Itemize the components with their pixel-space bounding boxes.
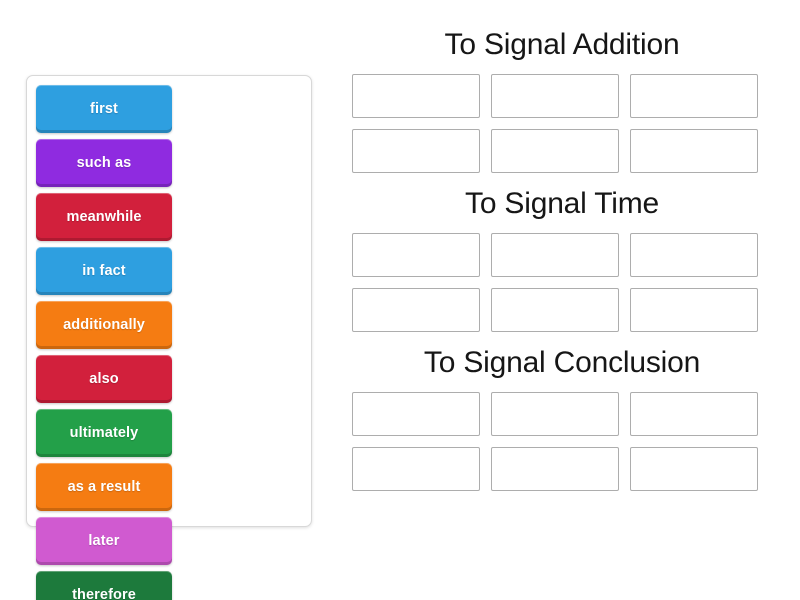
- dropzone-slot[interactable]: [491, 288, 619, 332]
- dropzone-grid: [352, 233, 772, 332]
- word-tile[interactable]: such as: [36, 139, 172, 187]
- dropzone-slot[interactable]: [630, 447, 758, 491]
- dropzone-slot[interactable]: [352, 233, 480, 277]
- dropzone-grid: [352, 74, 772, 173]
- dropzone-slot[interactable]: [630, 74, 758, 118]
- word-tile[interactable]: therefore: [36, 571, 172, 600]
- dropzone-slot[interactable]: [491, 233, 619, 277]
- dropzone-slot[interactable]: [491, 74, 619, 118]
- category-group: To Signal Time: [352, 187, 772, 332]
- dropzone-slot[interactable]: [352, 392, 480, 436]
- word-tile[interactable]: meanwhile: [36, 193, 172, 241]
- dropzone-slot[interactable]: [630, 129, 758, 173]
- word-tile[interactable]: additionally: [36, 301, 172, 349]
- dropzone-slot[interactable]: [630, 288, 758, 332]
- word-tile[interactable]: ultimately: [36, 409, 172, 457]
- dropzone-slot[interactable]: [352, 74, 480, 118]
- dropzone-slot[interactable]: [352, 288, 480, 332]
- dropzone-slot[interactable]: [491, 129, 619, 173]
- dropzone-slot[interactable]: [352, 447, 480, 491]
- dropzone-slot[interactable]: [491, 392, 619, 436]
- category-list: To Signal Addition To Signal Time To Signa…: [352, 28, 772, 505]
- category-group: To Signal Addition: [352, 28, 772, 173]
- word-tile[interactable]: also: [36, 355, 172, 403]
- dropzone-slot[interactable]: [352, 129, 480, 173]
- word-tile[interactable]: in fact: [36, 247, 172, 295]
- category-group: To Signal Conclusion: [352, 346, 772, 491]
- word-tile[interactable]: later: [36, 517, 172, 565]
- word-tile[interactable]: first: [36, 85, 172, 133]
- category-title: To Signal Time: [465, 187, 659, 220]
- dropzone-slot[interactable]: [630, 392, 758, 436]
- category-title: To Signal Addition: [444, 28, 680, 61]
- dropzone-slot[interactable]: [491, 447, 619, 491]
- tile-tray: first such as meanwhile in fact additionally…: [26, 75, 312, 600]
- word-tile[interactable]: as a result: [36, 463, 172, 511]
- dropzone-slot[interactable]: [630, 233, 758, 277]
- category-title: To Signal Conclusion: [423, 346, 701, 379]
- dropzone-grid: [352, 392, 772, 491]
